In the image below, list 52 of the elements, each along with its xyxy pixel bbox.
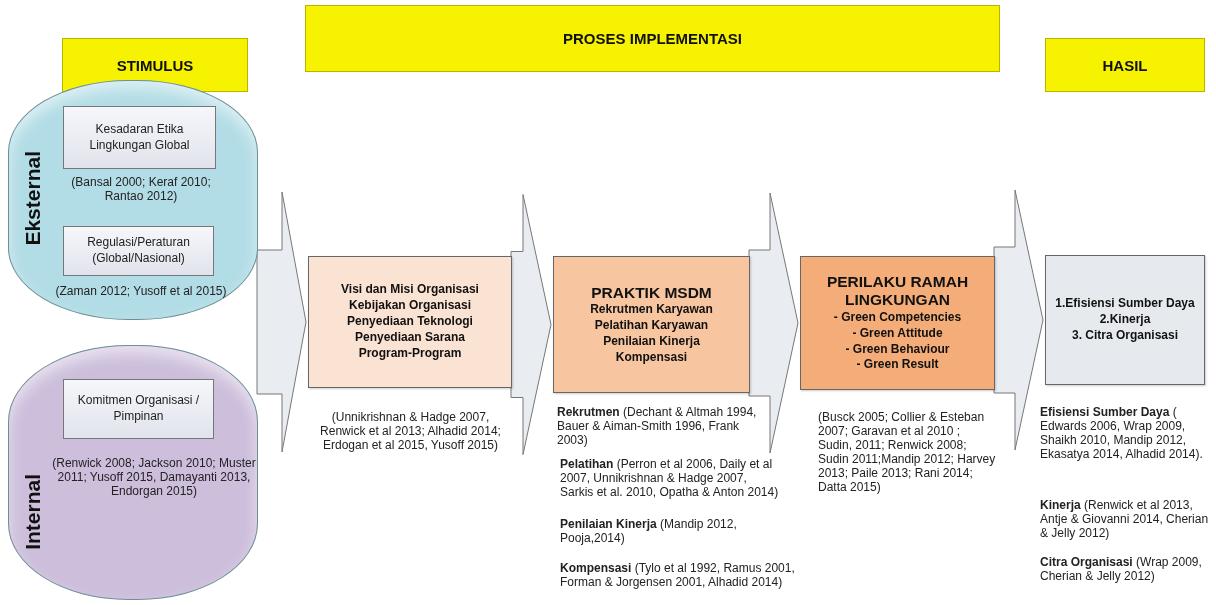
box-item: Kompensasi [615, 349, 688, 366]
box-item: Penyediaan Teknologi [347, 314, 473, 330]
factor-box [63, 106, 216, 169]
box-item: - Green Attitude [852, 325, 943, 342]
header-banner [62, 38, 248, 92]
result-box [1045, 255, 1205, 385]
header-text: PROSES IMPLEMENTASI [563, 30, 742, 47]
factor-box [63, 379, 214, 439]
header-banner [305, 5, 1000, 72]
box-item: - Green Competencies [833, 309, 962, 326]
block-arrow [748, 192, 799, 454]
box-item: Penyediaan Sarana [354, 329, 466, 346]
box-item: Pelatihan Karyawan [594, 317, 709, 334]
factor-text: Komitmen Organisasi / Pimpinan [76, 393, 201, 425]
citation-text: Efisiensi Sumber Daya ( Edwards 2006, Wrap 2009, Shaikh 2010, Mandip 2012, Ekasatya 2014, Alhadid 2014). [1040, 405, 1204, 462]
factor-box [63, 226, 214, 276]
citation-text: (Unnikrishnan & Hadge 2007, Renwick et al 2013; Alhadid 2014; Erdogan et al 2015, Yusoff 2015) [319, 410, 502, 453]
process-box [308, 256, 512, 388]
process-box [553, 256, 750, 393]
citation-text: (Bansal 2000; Keraf 2010; Rantao 2012) [70, 175, 212, 204]
citation-text: Pelatihan (Perron et al 2006, Daily et al 2007, Unnikrishnan & Hadge 2007, Sarkis et al. 2010, Opatha & Anton 2014) [560, 457, 780, 500]
box-title: PERILAKU RAMAH LINGKUNGAN [825, 272, 970, 310]
factor-text: Regulasi/Peraturan (Global/Nasional) [86, 235, 191, 267]
box-item: Rekrutmen Karyawan [590, 302, 713, 318]
process-box [800, 256, 995, 390]
block-arrow [256, 191, 307, 453]
citation-text: Citra Organisasi (Wrap 2009, Cherian & Jelly 2012) [1040, 555, 1203, 584]
factor-text: Kesadaran Etika Lingkungan Global [88, 121, 191, 154]
box-item: Program-Program [358, 345, 462, 362]
block-arrow [993, 189, 1044, 451]
citation-text: Penilaian Kinerja (Mandip 2012, Pooja,2014) [560, 517, 738, 546]
citation-text: (Zaman 2012; Yusoff et al 2015) [54, 284, 228, 299]
box-item: 3. Citra Organisasi [1071, 327, 1178, 344]
citation-text: (Busck 2005; Collier & Esteban 2007; Garavan et al 2010 ; Sudin, 2011; Renwick 2008; Sudin 2011;Mandip 2012; Harvey 2013; Paile 2013; Rani 2014; Datta 2015) [818, 410, 996, 495]
box-title: PRAKTIK MSDM [591, 283, 712, 303]
citation-text: Kompensasi (Tylo et al 1992, Ramus 2001, Forman & Jorgensen 2001, Alhadid 2014) [560, 561, 796, 590]
box-item: Penilaian Kinerja [603, 333, 700, 350]
citation-text: Rekrutmen (Dechant & Altmah 1994, Bauer & Aiman-Smith 1996, Frank 2003) [557, 405, 758, 448]
header-text: HASIL [1102, 56, 1148, 74]
citation-text: Kinerja (Renwick et al 2013, Antje & Giovanni 2014, Cherian & Jelly 2012) [1040, 498, 1210, 541]
citation-text: (Renwick 2008; Jackson 2010; Muster 2011; Yusoff 2015, Damayanti 2013, Endorgan 2015) [51, 456, 257, 499]
block-arrow [510, 194, 552, 455]
header-text: STIMULUS [116, 56, 194, 74]
category-label: Internal [21, 474, 45, 550]
header-banner [1045, 38, 1205, 92]
box-item: - Green Behaviour [845, 341, 950, 358]
box-item: 2.Kinerja [1099, 312, 1151, 328]
box-item: Kebijakan Organisasi [348, 298, 472, 315]
box-item: - Green Result [856, 357, 939, 374]
category-label: Eksternal [21, 151, 45, 246]
box-item: Visi dan Misi Organisasi [341, 282, 479, 299]
box-item: 1.Efisiensi Sumber Daya [1055, 296, 1195, 313]
